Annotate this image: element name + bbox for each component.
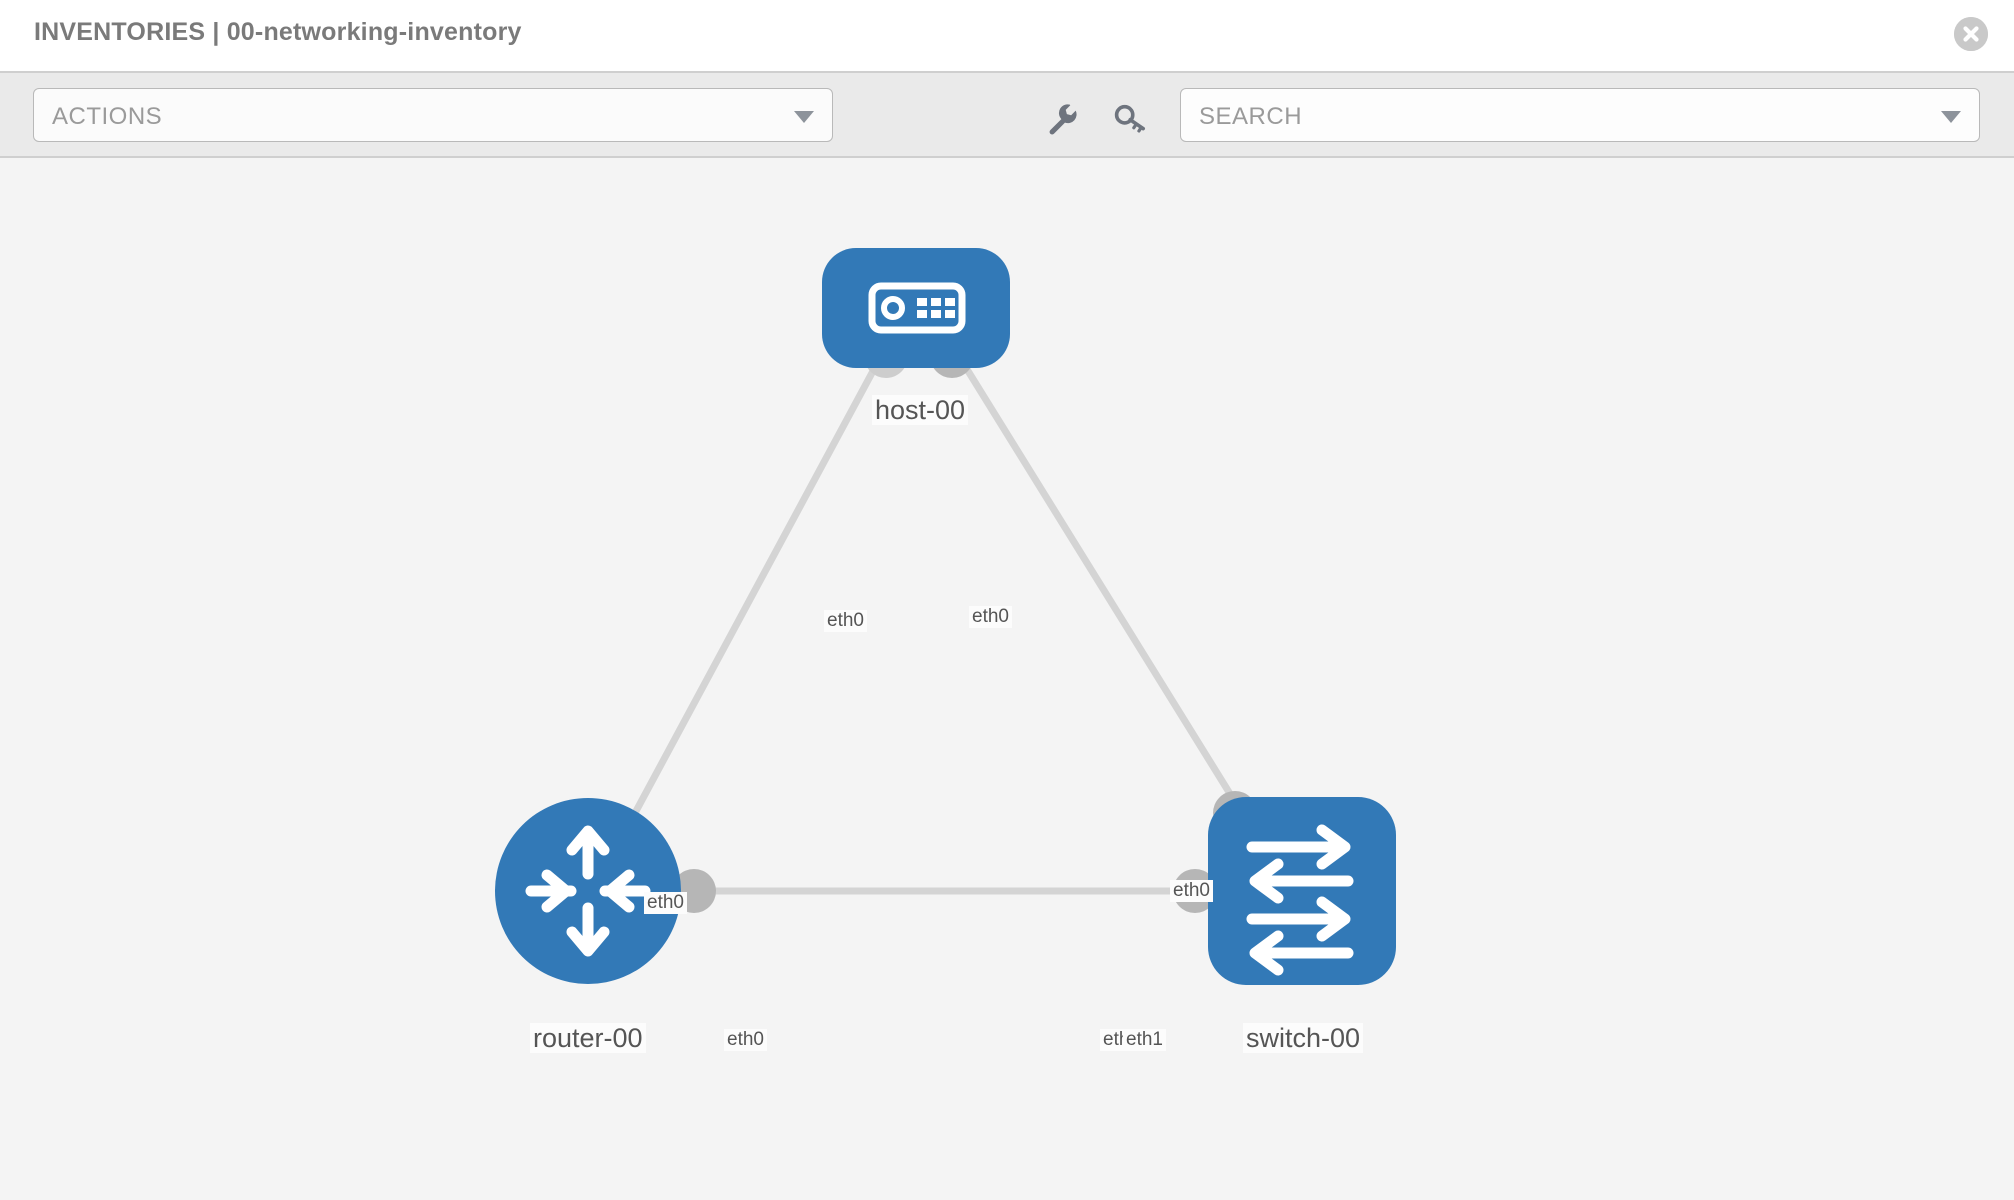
toolbar: ACTIONS SEARCH: [0, 71, 2014, 158]
node-switch-00[interactable]: [1208, 797, 1396, 985]
page-header: INVENTORIES | 00-networking-inventory: [0, 0, 2014, 71]
node-label-host-00[interactable]: host-00: [872, 395, 969, 426]
search-placeholder: SEARCH: [1199, 103, 1303, 130]
iface-label[interactable]: eth0: [824, 610, 867, 632]
node-label-switch-00[interactable]: switch-00: [1243, 1023, 1364, 1054]
link-host00-router00[interactable]: [596, 356, 884, 880]
topology-links: [596, 356, 1255, 895]
node-host-00[interactable]: [822, 248, 1010, 368]
server-icon: [868, 282, 966, 334]
node-router-00-shape[interactable]: [495, 798, 681, 984]
switch-arrows-icon: [1246, 824, 1354, 976]
iface-label[interactable]: eth0: [724, 1029, 767, 1051]
router-arrows-icon: [525, 825, 651, 957]
topology-graph: [495, 248, 1396, 985]
key-icon[interactable]: [1113, 101, 1147, 135]
actions-dropdown[interactable]: ACTIONS: [33, 88, 833, 142]
actions-dropdown-label: ACTIONS: [52, 103, 163, 130]
page-title: INVENTORIES | 00-networking-inventory: [34, 18, 522, 46]
node-host-00-shape[interactable]: [822, 248, 1010, 368]
chevron-down-icon[interactable]: [1941, 111, 1961, 123]
iface-label[interactable]: eth0: [1170, 880, 1213, 902]
chevron-down-icon: [794, 111, 814, 123]
close-icon[interactable]: [1954, 17, 1988, 51]
link-host00-switch00[interactable]: [957, 356, 1248, 820]
topology-canvas[interactable]: host-00 router-00 switch-00 eth0 eth0 et…: [0, 158, 2014, 1200]
node-router-00[interactable]: [495, 798, 681, 984]
node-label-router-00[interactable]: router-00: [530, 1023, 646, 1054]
wrench-icon[interactable]: [1045, 101, 1079, 135]
search-input[interactable]: SEARCH: [1180, 88, 1980, 142]
iface-label[interactable]: eth1: [1123, 1029, 1166, 1051]
iface-label[interactable]: eth0: [969, 606, 1012, 628]
iface-label[interactable]: eth0: [644, 892, 687, 914]
